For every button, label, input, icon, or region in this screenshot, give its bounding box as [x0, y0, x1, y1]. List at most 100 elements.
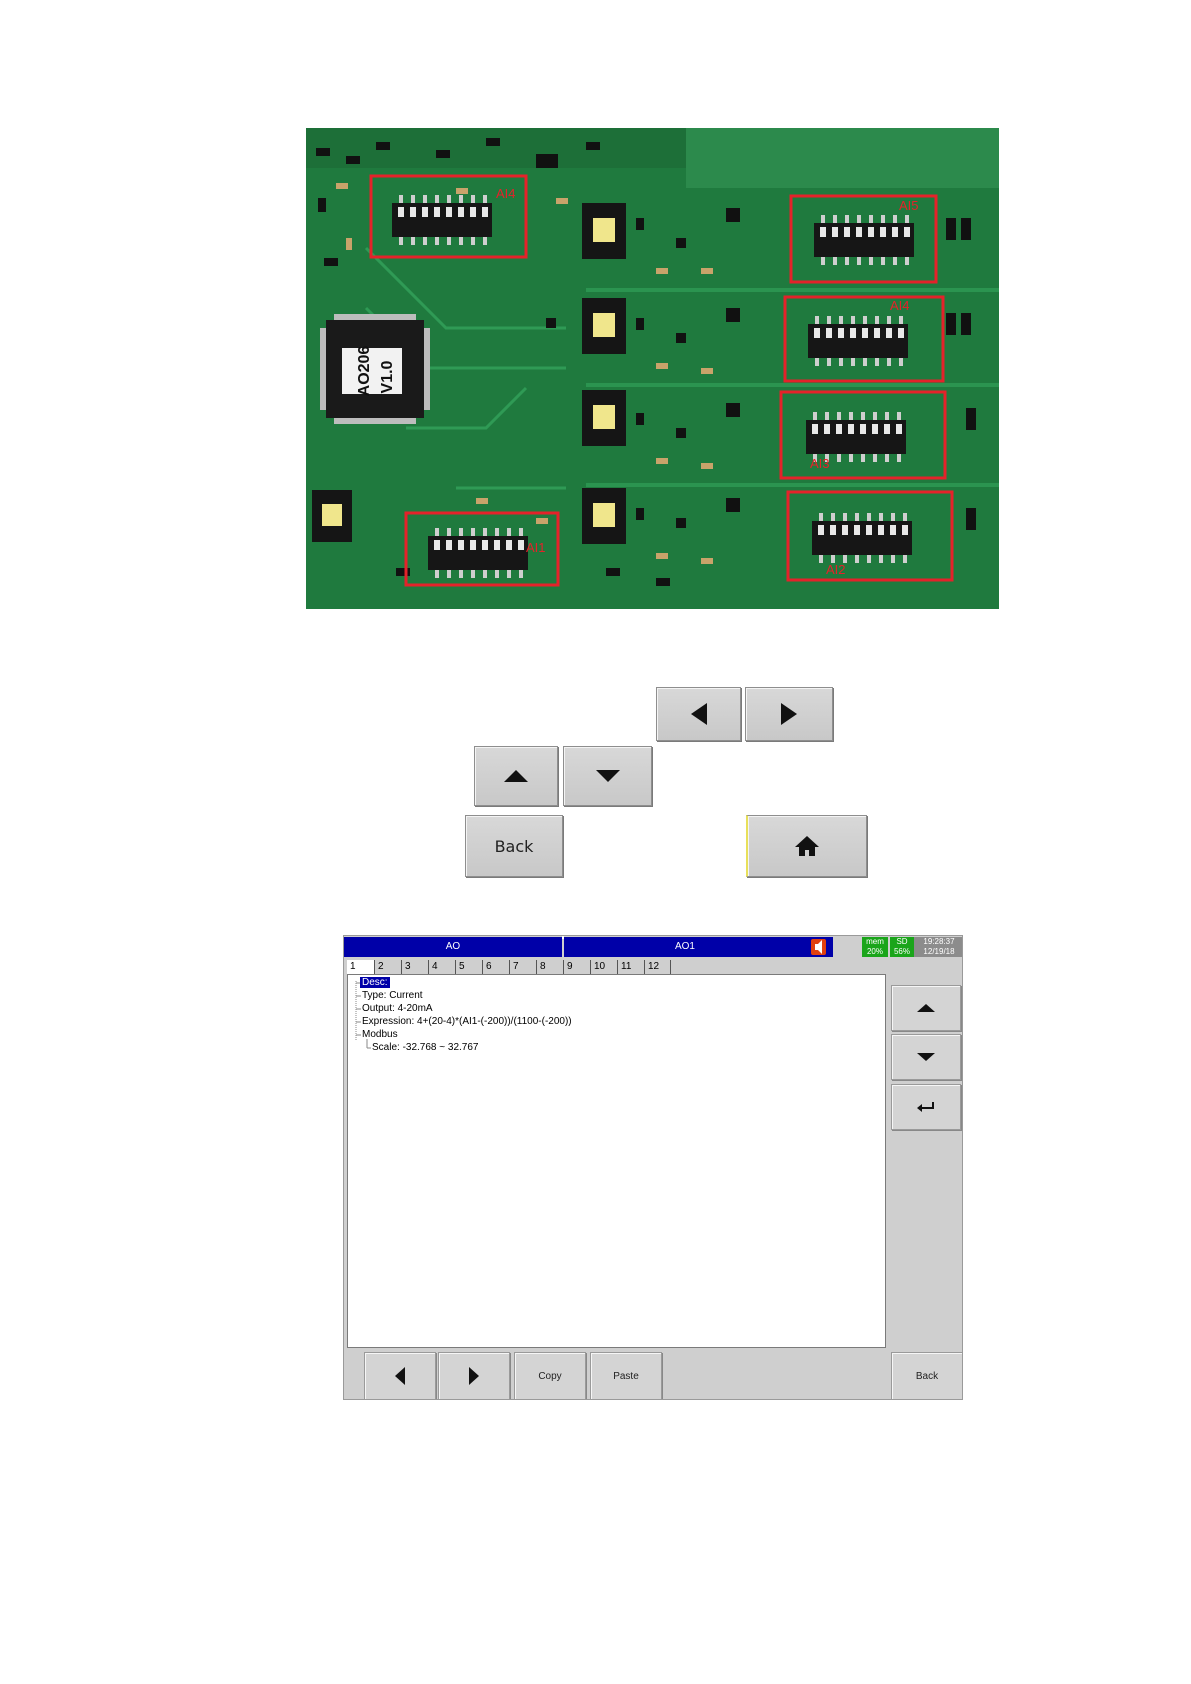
dip-switch-lever — [892, 227, 898, 237]
dip-switch-pin — [399, 237, 403, 245]
dip-switch-lever — [410, 207, 416, 217]
scroll-up-button[interactable] — [891, 985, 961, 1031]
tab-6[interactable]: 6 — [482, 960, 509, 974]
clock-date: 12/19/18 — [914, 947, 963, 957]
tab-11[interactable]: 11 — [617, 960, 644, 974]
up-arrow-button[interactable] — [474, 746, 558, 806]
enter-button[interactable] — [891, 1084, 961, 1130]
dip-switch-lever — [832, 227, 838, 237]
dip-switch-lever — [830, 525, 836, 535]
dip-switch-lever — [886, 328, 892, 338]
dip-switch-block — [812, 521, 912, 555]
tree-item-scale[interactable]: Scale: -32.768 ~ 32.767 — [372, 1042, 478, 1054]
dip-switch-lever — [836, 424, 842, 434]
tab-3[interactable]: 3 — [401, 960, 428, 974]
tree-item-desc[interactable]: Desc: — [360, 977, 390, 989]
tree-item-expression[interactable]: Expression: 4+(20-4)*(AI1-(-200))/(1100-… — [362, 1016, 572, 1028]
bottom-toolbar: Copy Paste Back — [344, 1350, 963, 1400]
dip-switch-pin — [891, 555, 895, 563]
dip-switch-lever — [446, 207, 452, 217]
dip-switch-lever — [826, 328, 832, 338]
dip-switch-pin — [845, 215, 849, 223]
chip-label-line2: V1.0 — [379, 360, 396, 393]
dip-switch-pin — [821, 215, 825, 223]
dip-switch-lever — [506, 540, 512, 550]
enter-icon — [916, 1101, 936, 1113]
dip-switch-lever — [470, 207, 476, 217]
ai4-label-left: AI4 — [496, 186, 516, 201]
dip-switch-pin — [459, 528, 463, 536]
next-button[interactable] — [438, 1352, 510, 1400]
dip-switch-pin — [821, 257, 825, 265]
right-arrow-button[interactable] — [745, 687, 833, 741]
triangle-up-icon — [503, 769, 529, 783]
speaker-icon[interactable] — [806, 937, 833, 957]
copy-button[interactable]: Copy — [514, 1352, 586, 1400]
dip-switch-lever — [838, 328, 844, 338]
dip-switch-pin — [519, 570, 523, 578]
dip-switch-pin — [483, 195, 487, 203]
dip-switch-pin — [885, 454, 889, 462]
left-arrow-button[interactable] — [656, 687, 741, 741]
prev-button[interactable] — [364, 1352, 436, 1400]
dip-switch-lever — [398, 207, 404, 217]
dip-switch-pin — [899, 358, 903, 366]
memory-label: mem — [862, 937, 888, 947]
tab-9[interactable]: 9 — [563, 960, 590, 974]
dip-switch-pin — [411, 195, 415, 203]
tab-7[interactable]: 7 — [509, 960, 536, 974]
tab-5[interactable]: 5 — [455, 960, 482, 974]
tab-1[interactable]: 1 — [347, 960, 374, 974]
dip-switch-pin — [447, 237, 451, 245]
tree-item-output[interactable]: Output: 4-20mA — [362, 1003, 433, 1015]
dip-switch-lever — [884, 424, 890, 434]
memory-value: 20% — [862, 947, 888, 957]
tab-12[interactable]: 12 — [644, 960, 671, 974]
dip-switch-pin — [855, 513, 859, 521]
dip-switch-pin — [885, 412, 889, 420]
tree-item-desc-label: Desc: — [360, 977, 390, 988]
dip-switch-pin — [845, 257, 849, 265]
tab-10[interactable]: 10 — [590, 960, 617, 974]
scroll-down-button[interactable] — [891, 1034, 961, 1080]
dip-switch-pin — [869, 215, 873, 223]
tab-2[interactable]: 2 — [374, 960, 401, 974]
dip-switch-pin — [833, 257, 837, 265]
dip-switch-pin — [815, 358, 819, 366]
tree-item-type[interactable]: Type: Current — [362, 990, 423, 1002]
dip-switch-pin — [879, 513, 883, 521]
dip-switch-lever — [862, 328, 868, 338]
dip-switch-lever — [874, 328, 880, 338]
dip-switch-pin — [899, 316, 903, 324]
tab-4[interactable]: 4 — [428, 960, 455, 974]
dip-switch-lever — [422, 207, 428, 217]
dip-switch-lever — [848, 424, 854, 434]
back-button[interactable]: Back — [891, 1352, 963, 1400]
ai3-label: AI3 — [810, 456, 830, 471]
dip-switch-pin — [879, 555, 883, 563]
dip-switch-pin — [447, 195, 451, 203]
dip-switch-pin — [893, 215, 897, 223]
dip-switch-pin — [849, 454, 853, 462]
dip-switch-pin — [851, 358, 855, 366]
dip-switch-pin — [867, 555, 871, 563]
dip-switch-pin — [507, 570, 511, 578]
dip-switch-lever — [844, 227, 850, 237]
dip-switch-pin — [875, 358, 879, 366]
home-button[interactable] — [746, 815, 867, 877]
down-arrow-button[interactable] — [563, 746, 652, 806]
dip-switch-lever — [482, 540, 488, 550]
dip-switch-pin — [831, 513, 835, 521]
back-button[interactable]: Back — [465, 815, 563, 877]
dip-switch-pin — [423, 237, 427, 245]
tab-8[interactable]: 8 — [536, 960, 563, 974]
header-title-right: AO1 — [564, 937, 806, 957]
dip-switch-lever — [458, 540, 464, 550]
tree-item-modbus[interactable]: Modbus — [362, 1029, 398, 1041]
ao-config-screen: AO AO1 mem 20% SD 56% 19:28:37 12/19/18 … — [343, 935, 963, 1400]
paste-button[interactable]: Paste — [590, 1352, 662, 1400]
dip-switch-lever — [818, 525, 824, 535]
dip-switch-lever — [434, 207, 440, 217]
dip-switch-pin — [827, 358, 831, 366]
ai2-label: AI2 — [826, 562, 846, 577]
